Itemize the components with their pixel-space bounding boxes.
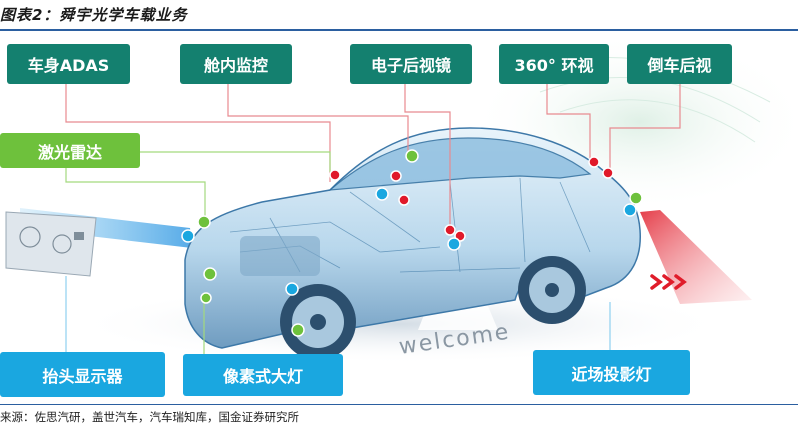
reverse-red-beam: [640, 210, 752, 304]
engine-block: [240, 236, 320, 276]
label-near-field-projection: 近场投影灯: [533, 350, 690, 395]
sensor-dot: [181, 229, 195, 243]
label-electronic-mirror: 电子后视镜: [350, 44, 472, 84]
sensor-dot: [375, 187, 389, 201]
sensor-dot: [588, 156, 600, 168]
leader-lidar: [140, 151, 331, 172]
reverse-chevrons: [650, 274, 687, 290]
sensor-dots: [181, 149, 643, 337]
car-internal-lines: [229, 177, 591, 273]
leader-reverse: [609, 84, 681, 172]
sensor-dot: [203, 267, 217, 281]
label-cabin-monitoring: 舱内监控: [180, 44, 292, 84]
hud-panel: [5, 211, 97, 277]
label-reverse-camera: 倒车后视: [627, 44, 732, 84]
sensor-dot: [447, 237, 461, 251]
sensor-dot: [329, 169, 341, 181]
front-wheel: [280, 284, 356, 360]
label-adas: 车身ADAS: [7, 44, 130, 84]
leader-mirror: [404, 84, 451, 232]
leader-cabin: [227, 84, 409, 152]
label-360-surround: 360° 环视: [499, 44, 609, 84]
car-illustration: welcome: [5, 32, 798, 364]
figure-title: 图表2：舜宇光学车载业务: [0, 6, 188, 24]
diagram-stage: welcome 车身ADAS 舱内监控 电子后视镜 360° 环视 倒车后视 激…: [0, 32, 798, 402]
leader-lidar-2: [65, 168, 206, 222]
label-lidar: 激光雷达: [0, 133, 140, 168]
leader-surround: [546, 84, 591, 160]
sensor-dot: [405, 149, 419, 163]
sensor-dot: [623, 203, 637, 217]
top-rule: [0, 29, 798, 31]
label-hud: 抬头显示器: [0, 352, 165, 397]
sensor-dot: [444, 224, 456, 236]
sensor-dot: [197, 215, 211, 229]
source-note: 来源：佐思汽研，盖世汽车，汽车瑞知库，国金证券研究所: [0, 410, 299, 424]
rear-wheel: [518, 256, 586, 324]
sensor-dot: [200, 292, 212, 304]
sensor-dot: [629, 191, 643, 205]
leader-lines: [65, 84, 681, 354]
sensor-dot: [398, 194, 410, 206]
sensor-dot: [602, 167, 614, 179]
label-pixel-headlight: 像素式大灯: [183, 354, 343, 396]
sensor-dot: [291, 323, 305, 337]
sensor-dot: [390, 170, 402, 182]
bottom-rule: [0, 404, 798, 405]
sensor-dot: [285, 282, 299, 296]
